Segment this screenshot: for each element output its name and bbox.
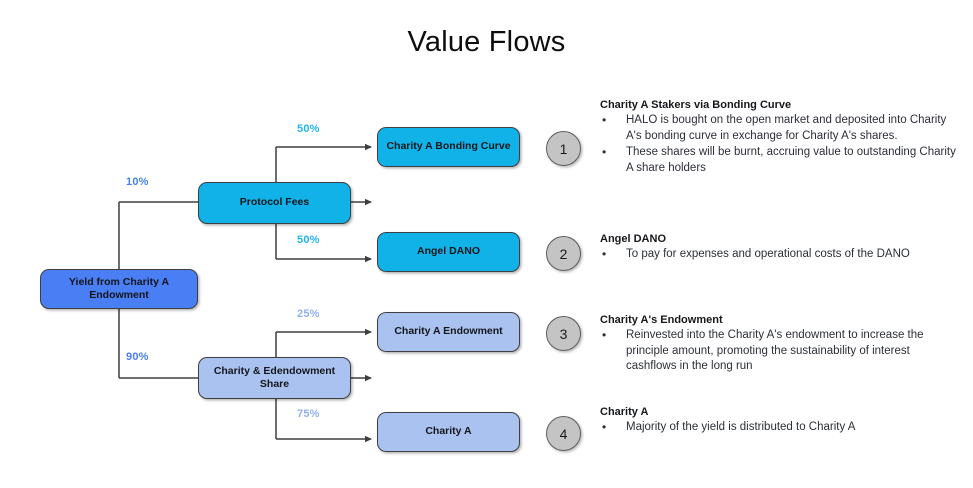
note-bullet-item: • Majority of the yield is distributed t… xyxy=(600,420,960,436)
bullet-icon: • xyxy=(602,113,607,128)
note-bullet-text: Reinvested into the Charity A's endowmen… xyxy=(626,329,924,373)
note-bullet-item: • To pay for expenses and operational co… xyxy=(600,247,960,263)
bullet-icon: • xyxy=(602,420,607,435)
note-block-4: Charity A • Majority of the yield is dis… xyxy=(600,405,960,437)
note-block-1: Charity A Stakers via Bonding Curve • HA… xyxy=(600,98,960,177)
percent-label-yield-to-charity-share: 90% xyxy=(126,351,149,363)
note-heading-1: Charity A Stakers via Bonding Curve xyxy=(600,99,792,111)
step-marker-3: 3 xyxy=(546,316,581,351)
note-bullets-1: • HALO is bought on the open market and … xyxy=(600,113,960,176)
note-bullets-3: • Reinvested into the Charity A's endowm… xyxy=(600,328,960,375)
node-charity-a-bonding-curve[interactable]: Charity A Bonding Curve xyxy=(377,127,520,167)
step-marker-1: 1 xyxy=(546,131,581,166)
note-bullets-2: • To pay for expenses and operational co… xyxy=(600,247,960,263)
bullet-icon: • xyxy=(602,145,607,160)
note-bullet-item: • These shares will be burnt, accruing v… xyxy=(600,145,960,176)
note-bullet-item: • Reinvested into the Charity A's endowm… xyxy=(600,328,960,375)
node-charity-a[interactable]: Charity A xyxy=(377,412,520,452)
step-marker-2: 2 xyxy=(546,236,581,271)
node-protocol-fees[interactable]: Protocol Fees xyxy=(198,182,351,224)
node-yield-from-charity-a-endowment[interactable]: Yield from Charity A Endowment xyxy=(40,269,198,309)
node-angel-dano[interactable]: Angel DANO xyxy=(377,232,520,272)
note-bullet-text: Majority of the yield is distributed to … xyxy=(626,421,856,434)
node-charity-a-endowment[interactable]: Charity A Endowment xyxy=(377,312,520,352)
note-bullet-text: These shares will be burnt, accruing val… xyxy=(626,146,956,174)
percent-label-share-to-endowment: 25% xyxy=(297,308,320,320)
note-heading-3: Charity A's Endowment xyxy=(600,314,723,326)
bullet-icon: • xyxy=(602,247,607,262)
page-title: Value Flows xyxy=(407,26,566,58)
note-bullet-item: • HALO is bought on the open market and … xyxy=(600,113,960,144)
node-charity-and-endowment-share[interactable]: Charity & Edendowment Share xyxy=(198,357,351,399)
note-bullet-text: HALO is bought on the open market and de… xyxy=(626,114,947,142)
percent-label-protocol-to-angel-dano: 50% xyxy=(297,234,320,246)
percent-label-yield-to-protocol: 10% xyxy=(126,176,149,188)
note-heading-2: Angel DANO xyxy=(600,233,666,245)
percent-label-protocol-to-bonding-curve: 50% xyxy=(297,123,320,135)
note-bullet-text: To pay for expenses and operational cost… xyxy=(626,248,910,261)
note-block-3: Charity A's Endowment • Reinvested into … xyxy=(600,313,960,376)
note-bullets-4: • Majority of the yield is distributed t… xyxy=(600,420,960,436)
bullet-icon: • xyxy=(602,328,607,343)
step-marker-4: 4 xyxy=(546,416,581,451)
note-heading-4: Charity A xyxy=(600,406,649,418)
percent-label-share-to-charity-a: 75% xyxy=(297,408,320,420)
note-block-2: Angel DANO • To pay for expenses and ope… xyxy=(600,232,960,264)
